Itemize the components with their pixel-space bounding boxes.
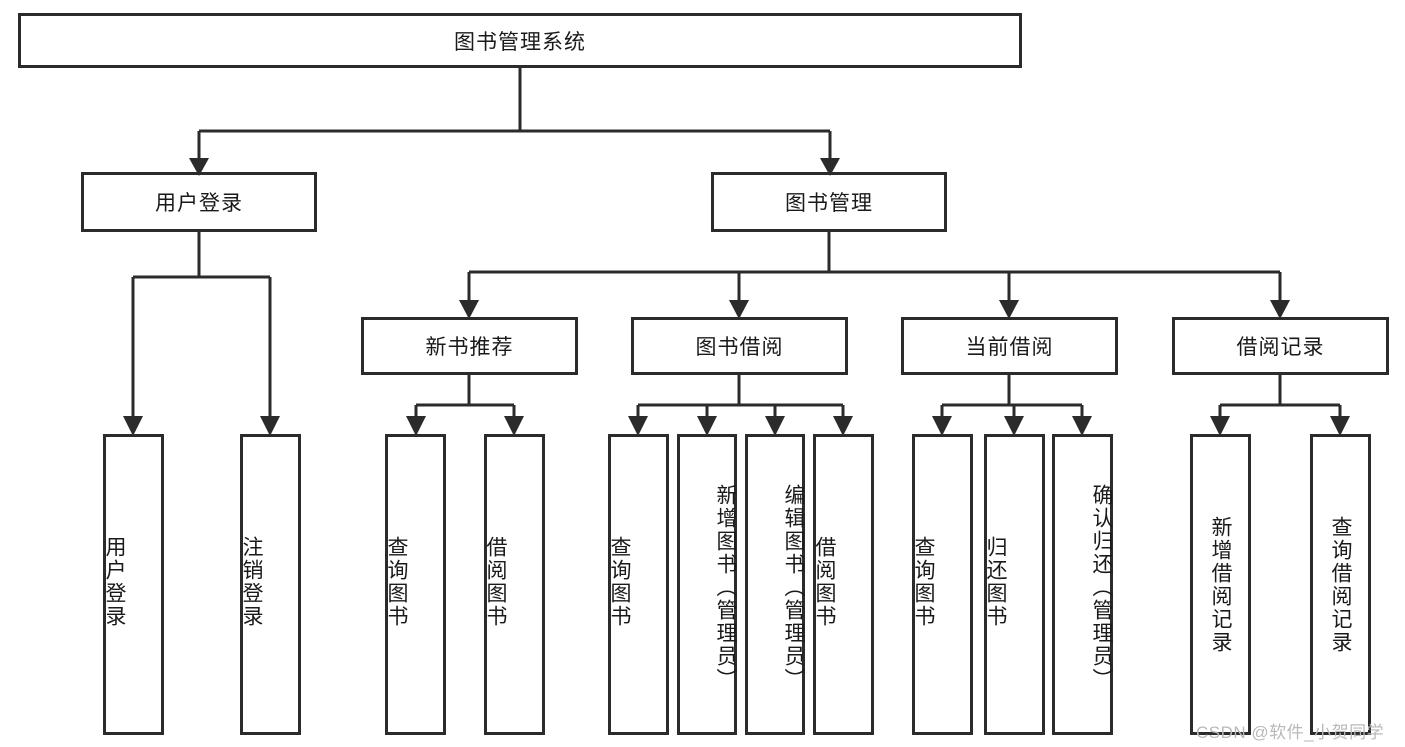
arrow-to-leaf-query-book-cur [932,416,952,436]
leaf-box-user-login [103,434,164,735]
csdn-watermark: CSDN @软件_小贺同学 [1196,723,1385,742]
node-box-current-loan [901,317,1118,375]
leaf-box-edit-book [745,434,805,735]
arrow-to-new-book-rec [459,300,479,319]
arrow-to-book-mgmt [820,158,840,176]
connector-loan-record-bus [1218,373,1342,418]
arrow-to-leaf-confirm-return [1072,416,1092,436]
leaf-box-query-book-cur [912,434,973,735]
arrow-to-leaf-borrow-book-rec [504,416,524,436]
arrow-to-leaf-add-loan-record [1210,416,1230,436]
arrow-to-book-borrow [729,300,749,319]
arrow-to-leaf-add-book [697,416,717,436]
node-box-user-login [81,172,317,232]
node-box-root [18,13,1022,68]
arrow-to-leaf-borrow-book [833,416,853,436]
leaf-box-return-book [984,434,1045,735]
arrow-to-leaf-user-logout [260,416,280,436]
arrow-to-user-login [189,158,209,176]
leaf-box-add-loan-record [1190,434,1251,735]
arrow-to-leaf-query-book-bor [628,416,648,436]
leaf-box-borrow-book-rec [484,434,545,735]
arrow-to-current-loan [999,300,1019,319]
leaf-box-query-book-bor [608,434,669,735]
leaf-box-user-logout [240,434,301,735]
leaf-box-query-loan-record [1310,434,1371,735]
leaf-box-add-book [677,434,737,735]
arrow-to-leaf-query-book-rec [406,416,426,436]
arrow-to-leaf-user-login [123,416,143,436]
connector-current-loan-bus [940,373,1084,418]
leaf-box-borrow-book [813,434,874,735]
connector-root-bus [197,67,832,160]
arrow-to-leaf-return-book [1004,416,1024,436]
connector-book-mgmt-bus [467,231,1282,302]
arrow-to-leaf-edit-book [765,416,785,436]
arrow-to-loan-record [1270,300,1290,319]
node-box-new-book-rec [361,317,578,375]
arrow-to-leaf-query-loan-record [1330,416,1350,436]
leaf-box-query-book-rec [385,434,446,735]
node-box-book-mgmt [711,172,947,232]
leaf-box-confirm-return [1052,434,1113,735]
node-box-loan-record [1172,317,1389,375]
connector-book-borrow-bus [636,373,845,418]
node-box-book-borrow [631,317,848,375]
connector-user-login-bus [131,231,272,418]
connector-new-book-rec-bus [414,373,516,418]
